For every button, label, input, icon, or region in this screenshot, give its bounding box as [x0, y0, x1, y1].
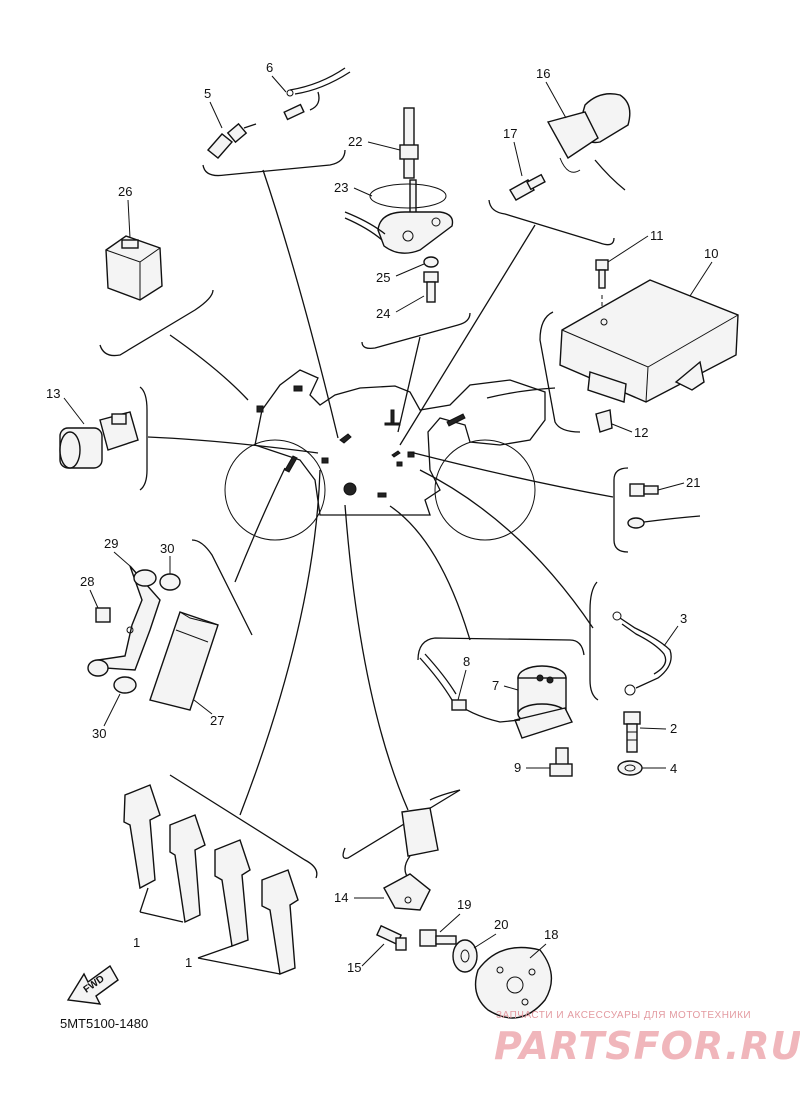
diagram-code: 5MT5100-1480: [60, 1016, 149, 1031]
callout-19: 19: [457, 897, 471, 912]
part-15-bolt: [375, 924, 407, 951]
callout-25: 25: [376, 270, 390, 285]
part-24-bolt: [423, 271, 439, 303]
watermark-tagline: ЗАПЧАСТИ И АКСЕССУАРЫ ДЛЯ МОТОТЕХНИКИ: [496, 1010, 752, 1021]
part-21-bolt-lead: [627, 483, 701, 529]
part-25-washer: [423, 256, 439, 268]
callout-21: 21: [686, 475, 700, 490]
part-8-lead: [419, 653, 521, 723]
callout-30-top: 30: [160, 541, 174, 556]
callout-9: 9: [514, 760, 521, 775]
callout-4: 4: [670, 761, 677, 776]
callout-30-bottom: 30: [92, 726, 106, 741]
part-16-sensor: [546, 93, 631, 191]
callout-29: 29: [104, 536, 118, 551]
part-18-rotor: [474, 946, 553, 1019]
part-14-pickup: [383, 789, 461, 911]
part-22-fuel-sender: [344, 107, 454, 254]
part-19-bolt: [419, 929, 457, 947]
callout-24: 24: [376, 306, 390, 321]
callout-1-lower: 1: [185, 955, 192, 970]
part-20-washer: [452, 939, 478, 973]
part-4-washer: [617, 760, 643, 776]
part-26-relay: [105, 235, 163, 301]
callout-12: 12: [634, 425, 648, 440]
callout-18: 18: [544, 927, 558, 942]
callout-17: 17: [503, 126, 517, 141]
motorcycle-silhouette: [224, 369, 546, 541]
callout-3: 3: [680, 611, 687, 626]
callout-13: 13: [46, 386, 60, 401]
part-12-grommet: [595, 409, 613, 433]
callout-5: 5: [204, 86, 211, 101]
part-17-bolt: [509, 173, 546, 201]
callout-1-upper: 1: [133, 935, 140, 950]
callout-22: 22: [348, 134, 362, 149]
part-27-unit: [149, 611, 219, 711]
part-30-washers: [87, 569, 181, 694]
part-6-lead: [283, 67, 351, 121]
callout-27: 27: [210, 713, 224, 728]
part-3-lead: [612, 611, 672, 696]
group-brackets: [99, 149, 629, 879]
callout-28: 28: [80, 574, 94, 589]
part-5-sensor: [206, 122, 257, 159]
part-1-ignition-coils: [123, 784, 299, 975]
callout-11: 11: [650, 228, 664, 243]
leader-lines: [147, 169, 614, 816]
callout-10: 10: [704, 246, 718, 261]
part-7-sensor: [514, 665, 573, 739]
part-10-ecu: [559, 279, 739, 403]
part-13-sensor: [59, 411, 139, 469]
callout-numbers: 5 6 22 23 25 24 26 16 17 11 10 12 13 21 …: [46, 60, 718, 975]
part-9-bolt: [549, 747, 573, 777]
callout-20: 20: [494, 917, 508, 932]
callout-26: 26: [118, 184, 132, 199]
part-2-switch: [623, 711, 641, 753]
watermark-logo: PARTSFOR.RU: [494, 1024, 800, 1068]
callout-6: 6: [266, 60, 273, 75]
callout-7: 7: [492, 678, 499, 693]
part-28-nut: [95, 607, 111, 623]
forward-arrow-icon: FWD: [66, 964, 119, 1005]
callout-23: 23: [334, 180, 348, 195]
callout-16: 16: [536, 66, 550, 81]
callout-14: 14: [334, 890, 348, 905]
callout-2: 2: [670, 721, 677, 736]
callout-8: 8: [463, 654, 470, 669]
callout-15: 15: [347, 960, 361, 975]
